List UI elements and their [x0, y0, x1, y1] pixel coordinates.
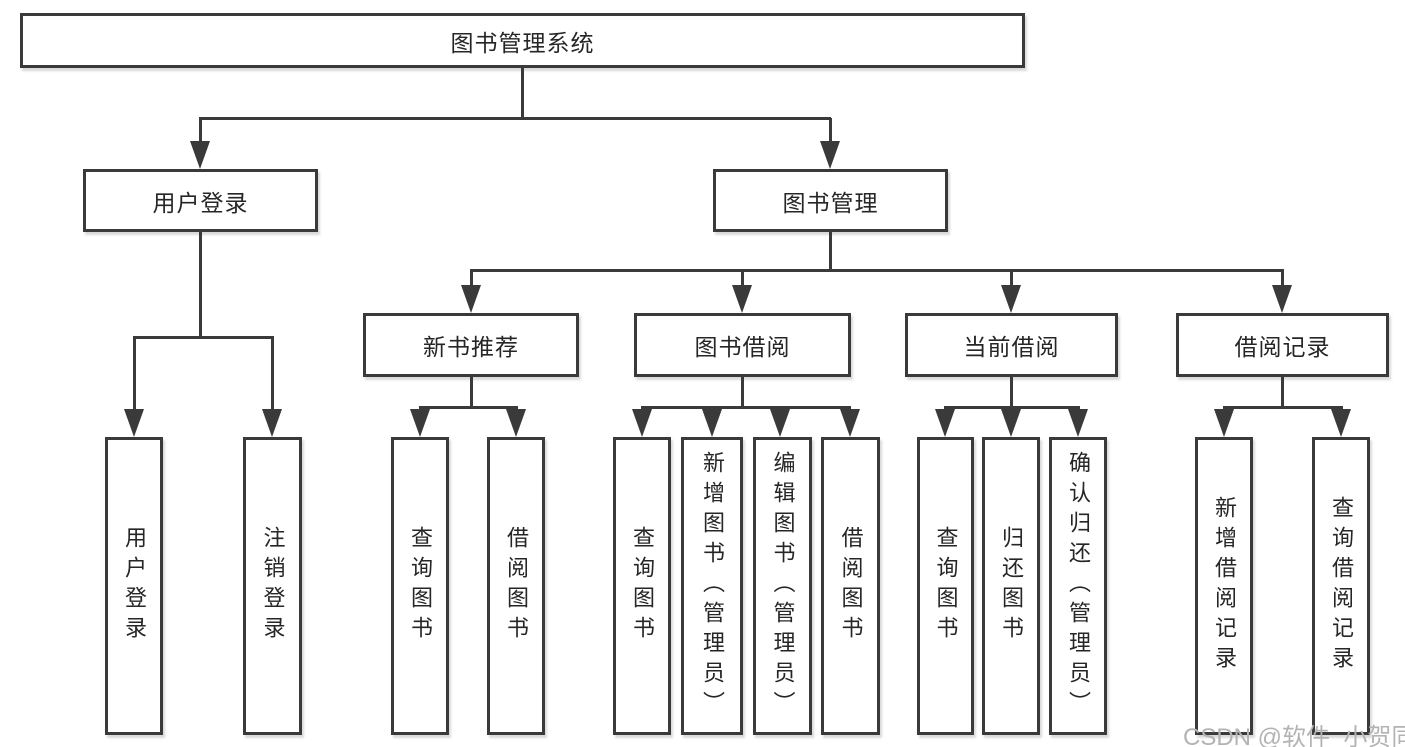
arrowhead-icon [935, 409, 955, 437]
connector-hline [944, 406, 1080, 409]
arrowhead-icon [632, 409, 652, 437]
arrowhead-icon [820, 141, 840, 169]
connector-vline [470, 377, 473, 408]
connector-vline [199, 232, 202, 338]
node-book-borrowing: 图书借阅 [634, 313, 851, 377]
leaf-query-books-current: 查询图书 [917, 437, 974, 735]
arrowhead-icon [732, 285, 752, 313]
arrowhead-icon [1214, 409, 1234, 437]
leaf-return-books: 归还图书 [982, 437, 1040, 735]
connector-vline [470, 270, 473, 292]
connector-hline [470, 269, 1284, 272]
connector-vline [741, 377, 744, 408]
arrowhead-icon [1068, 409, 1088, 437]
node-new-book-recommend: 新书推荐 [363, 313, 579, 377]
arrowhead-icon [702, 409, 722, 437]
leaf-logout: 注销登录 [243, 437, 302, 735]
node-borrowing-records: 借阅记录 [1176, 313, 1389, 377]
arrowhead-icon [1272, 285, 1292, 313]
leaf-query-books-recommend: 查询图书 [391, 437, 449, 735]
connector-vline [1281, 270, 1284, 292]
connector-hline [419, 406, 518, 409]
connector-vline [829, 232, 832, 271]
connector-vline [271, 337, 274, 412]
leaf-query-borrow-record: 查询借阅记录 [1312, 437, 1370, 735]
leaf-query-books-borrowing: 查询图书 [613, 437, 671, 735]
node-user-login: 用户登录 [83, 169, 318, 232]
connector-vline [199, 118, 202, 148]
arrowhead-icon [262, 409, 282, 437]
connector-hline [133, 336, 274, 339]
leaf-add-borrow-record: 新增借阅记录 [1195, 437, 1253, 735]
leaf-user-login: 用户登录 [105, 437, 163, 735]
leaf-add-books-admin: 新增图书（管理员） [681, 437, 743, 735]
arrowhead-icon [1001, 409, 1021, 437]
connector-vline [521, 68, 524, 118]
arrowhead-icon [840, 409, 860, 437]
arrowhead-icon [1331, 409, 1351, 437]
connector-hline [1223, 406, 1343, 409]
arrowhead-icon [124, 409, 144, 437]
arrowhead-icon [506, 409, 526, 437]
connector-vline [1010, 377, 1013, 408]
arrowhead-icon [461, 285, 481, 313]
connector-hline [641, 406, 851, 409]
leaf-edit-books-admin: 编辑图书（管理员） [753, 437, 812, 735]
arrowhead-icon [410, 409, 430, 437]
leaf-confirm-return-admin: 确认归还（管理员） [1049, 437, 1107, 735]
connector-vline [133, 337, 136, 412]
watermark-text: CSDN @软件_小贺同学 [1183, 724, 1405, 747]
arrowhead-icon [1001, 285, 1021, 313]
connector-vline [741, 270, 744, 292]
arrowhead-icon [190, 141, 210, 169]
node-library-management-system: 图书管理系统 [20, 13, 1025, 68]
connector-hline [199, 117, 831, 120]
node-book-management: 图书管理 [713, 169, 948, 232]
leaf-borrow-books-borrowing: 借阅图书 [821, 437, 880, 735]
node-current-borrowing: 当前借阅 [905, 313, 1118, 377]
connector-vline [1010, 270, 1013, 292]
connector-vline [1281, 377, 1284, 408]
connector-vline [829, 118, 832, 148]
arrowhead-icon [770, 409, 790, 437]
leaf-borrow-books-recommend: 借阅图书 [487, 437, 545, 735]
